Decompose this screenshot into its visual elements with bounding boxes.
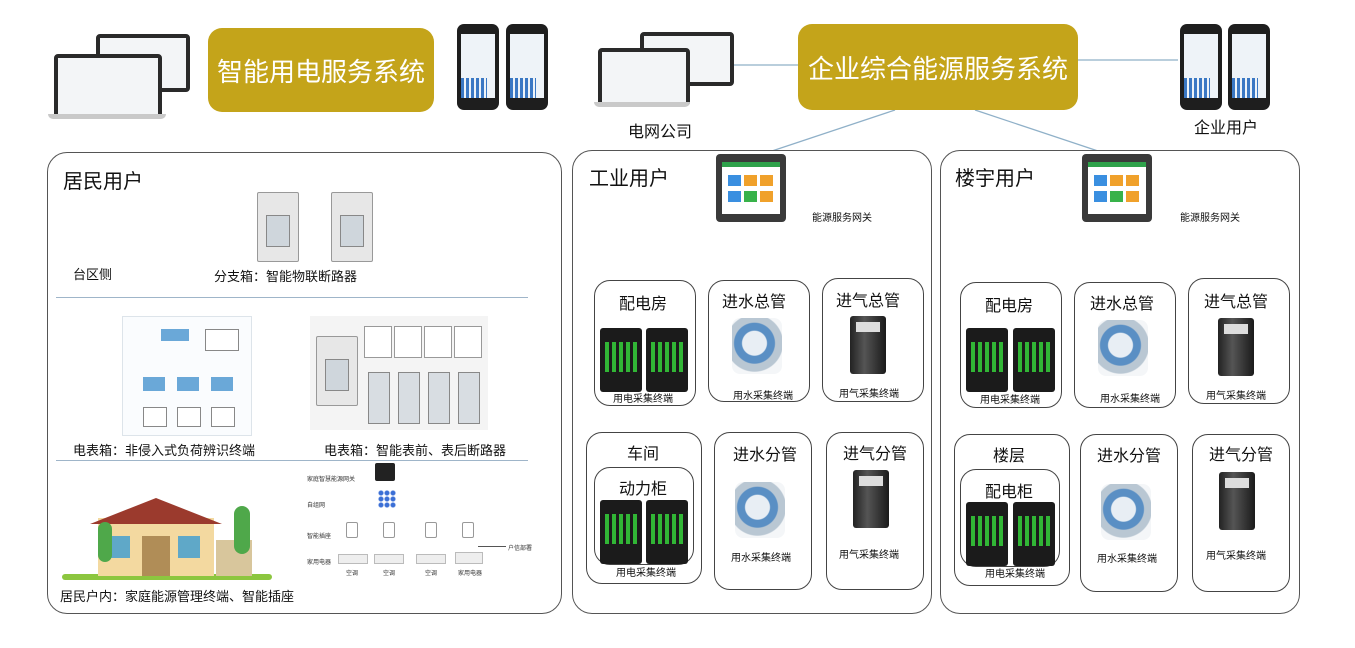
home-gateway-label: 家庭智慧能源网关 bbox=[307, 476, 356, 483]
elec-terminal-label: 用电采集终端 bbox=[613, 394, 673, 405]
nilm-wiring-diagram bbox=[122, 316, 252, 436]
distribution-cabinet-label: 配电柜 bbox=[985, 482, 1034, 501]
home-gateway-icon bbox=[375, 463, 395, 481]
gas-terminal-label: 用气采集终端 bbox=[839, 389, 899, 400]
gas-meter-image bbox=[1218, 318, 1254, 376]
water-meter-image bbox=[1101, 484, 1151, 540]
mesh-network-icon bbox=[378, 490, 396, 508]
indoor-label: 居民户内：家庭能源管理终端、智能插座 bbox=[60, 590, 295, 605]
phone-image bbox=[1180, 24, 1222, 110]
residential-title: 居民用户 bbox=[63, 169, 143, 193]
elec-meter-image bbox=[646, 328, 688, 392]
socket-icon bbox=[346, 522, 358, 538]
ac-label: 空调 bbox=[346, 570, 359, 577]
industrial-gateway-label: 能源服务网关 bbox=[812, 213, 872, 224]
elec-meter-image bbox=[646, 500, 688, 564]
elec-terminal-label: 用电采集终端 bbox=[985, 569, 1045, 580]
gas-terminal-label: 用气采集终端 bbox=[1206, 551, 1266, 562]
district-side-label: 台区侧 bbox=[73, 268, 113, 283]
elec-meter-image bbox=[600, 500, 642, 564]
gas-terminal-label: 用气采集终端 bbox=[1206, 391, 1266, 402]
water-terminal-label: 用水采集终端 bbox=[731, 553, 791, 564]
power-room-label: 配电房 bbox=[985, 296, 1034, 315]
connector-line bbox=[759, 109, 896, 156]
phone-image bbox=[1228, 24, 1270, 110]
elec-meter-image bbox=[1013, 502, 1055, 566]
banner-enterprise-energy: 企业综合能源服务系统 bbox=[798, 24, 1078, 110]
branch-box-label: 分支箱：智能物联断路器 bbox=[214, 270, 358, 285]
socket-icon bbox=[462, 522, 474, 538]
floor-label: 楼层 bbox=[993, 446, 1026, 465]
meter-box-right-label: 电表箱：智能表前、表后断路器 bbox=[324, 444, 507, 459]
workshop-label: 车间 bbox=[627, 444, 660, 463]
water-main-label: 进水总管 bbox=[1090, 294, 1155, 313]
meter-box-left-label: 电表箱：非侵入式负荷辨识终端 bbox=[73, 444, 256, 459]
smart-socket-label: 智能插座 bbox=[307, 533, 332, 540]
banner-left-label: 智能用电服务系统 bbox=[216, 57, 425, 88]
water-branch-label: 进水分管 bbox=[733, 445, 798, 464]
ac-unit-icon bbox=[338, 554, 368, 564]
enterprise-user-label: 企业用户 bbox=[1194, 118, 1259, 137]
gas-meter-image bbox=[850, 316, 886, 374]
phone-image bbox=[457, 24, 499, 110]
divider bbox=[56, 297, 528, 298]
power-room-label: 配电房 bbox=[619, 294, 668, 313]
iot-breaker-image bbox=[331, 192, 373, 262]
water-terminal-label: 用水采集终端 bbox=[1100, 394, 1160, 405]
elec-terminal-label: 用电采集终端 bbox=[980, 395, 1040, 406]
gas-main-label: 进气总管 bbox=[836, 291, 901, 310]
self-net-label: 自组网 bbox=[307, 502, 326, 509]
divider bbox=[56, 460, 528, 461]
power-cabinet-label: 动力柜 bbox=[619, 479, 668, 498]
elec-meter-image bbox=[966, 328, 1008, 392]
energy-gateway-image bbox=[1082, 154, 1152, 222]
smart-meter-breaker-image bbox=[310, 316, 488, 430]
connector-line bbox=[974, 109, 1111, 156]
socket-icon bbox=[383, 522, 395, 538]
gas-terminal-label: 用气采集终端 bbox=[839, 550, 899, 561]
energy-gateway-image bbox=[716, 154, 786, 222]
ac-unit-icon bbox=[416, 554, 446, 564]
dashed-line bbox=[478, 546, 506, 547]
water-main-label: 进水总管 bbox=[722, 292, 787, 311]
ac-label: 空调 bbox=[383, 570, 396, 577]
grid-company-label: 电网公司 bbox=[628, 122, 693, 141]
building-title: 楼宇用户 bbox=[955, 166, 1035, 190]
building-gateway-label: 能源服务网关 bbox=[1180, 213, 1240, 224]
elec-meter-image bbox=[1013, 328, 1055, 392]
industrial-title: 工业用户 bbox=[589, 166, 669, 190]
appliance-small-label: 家用电器 bbox=[458, 570, 483, 577]
gas-branch-label: 进气分管 bbox=[1209, 445, 1274, 464]
appliance-label: 家用电器 bbox=[307, 559, 332, 566]
laptop-image-left bbox=[48, 34, 198, 119]
water-meter-image bbox=[1098, 320, 1148, 376]
socket-icon bbox=[425, 522, 437, 538]
phone-image bbox=[506, 24, 548, 110]
elec-meter-image bbox=[600, 328, 642, 392]
iot-breaker-image bbox=[257, 192, 299, 262]
elec-terminal-label: 用电采集终端 bbox=[616, 568, 676, 579]
water-terminal-label: 用水采集终端 bbox=[733, 391, 793, 402]
laptop-image-grid bbox=[594, 32, 744, 112]
appliance-icon bbox=[455, 552, 483, 564]
banner-right-label: 企业综合能源服务系统 bbox=[807, 54, 1068, 85]
gas-meter-image bbox=[1219, 472, 1255, 530]
gas-branch-label: 进气分管 bbox=[843, 444, 908, 463]
water-meter-image bbox=[732, 318, 782, 374]
water-branch-label: 进水分管 bbox=[1097, 446, 1162, 465]
house-illustration bbox=[62, 478, 278, 582]
banner-smart-electricity: 智能用电服务系统 bbox=[208, 28, 434, 112]
ac-unit-icon bbox=[374, 554, 404, 564]
household-label: 户信部署 bbox=[508, 545, 533, 552]
water-meter-image bbox=[735, 482, 785, 538]
ac-label: 空调 bbox=[425, 570, 438, 577]
gas-meter-image bbox=[853, 470, 889, 528]
water-terminal-label: 用水采集终端 bbox=[1097, 554, 1157, 565]
gas-main-label: 进气总管 bbox=[1204, 292, 1269, 311]
elec-meter-image bbox=[966, 502, 1008, 566]
